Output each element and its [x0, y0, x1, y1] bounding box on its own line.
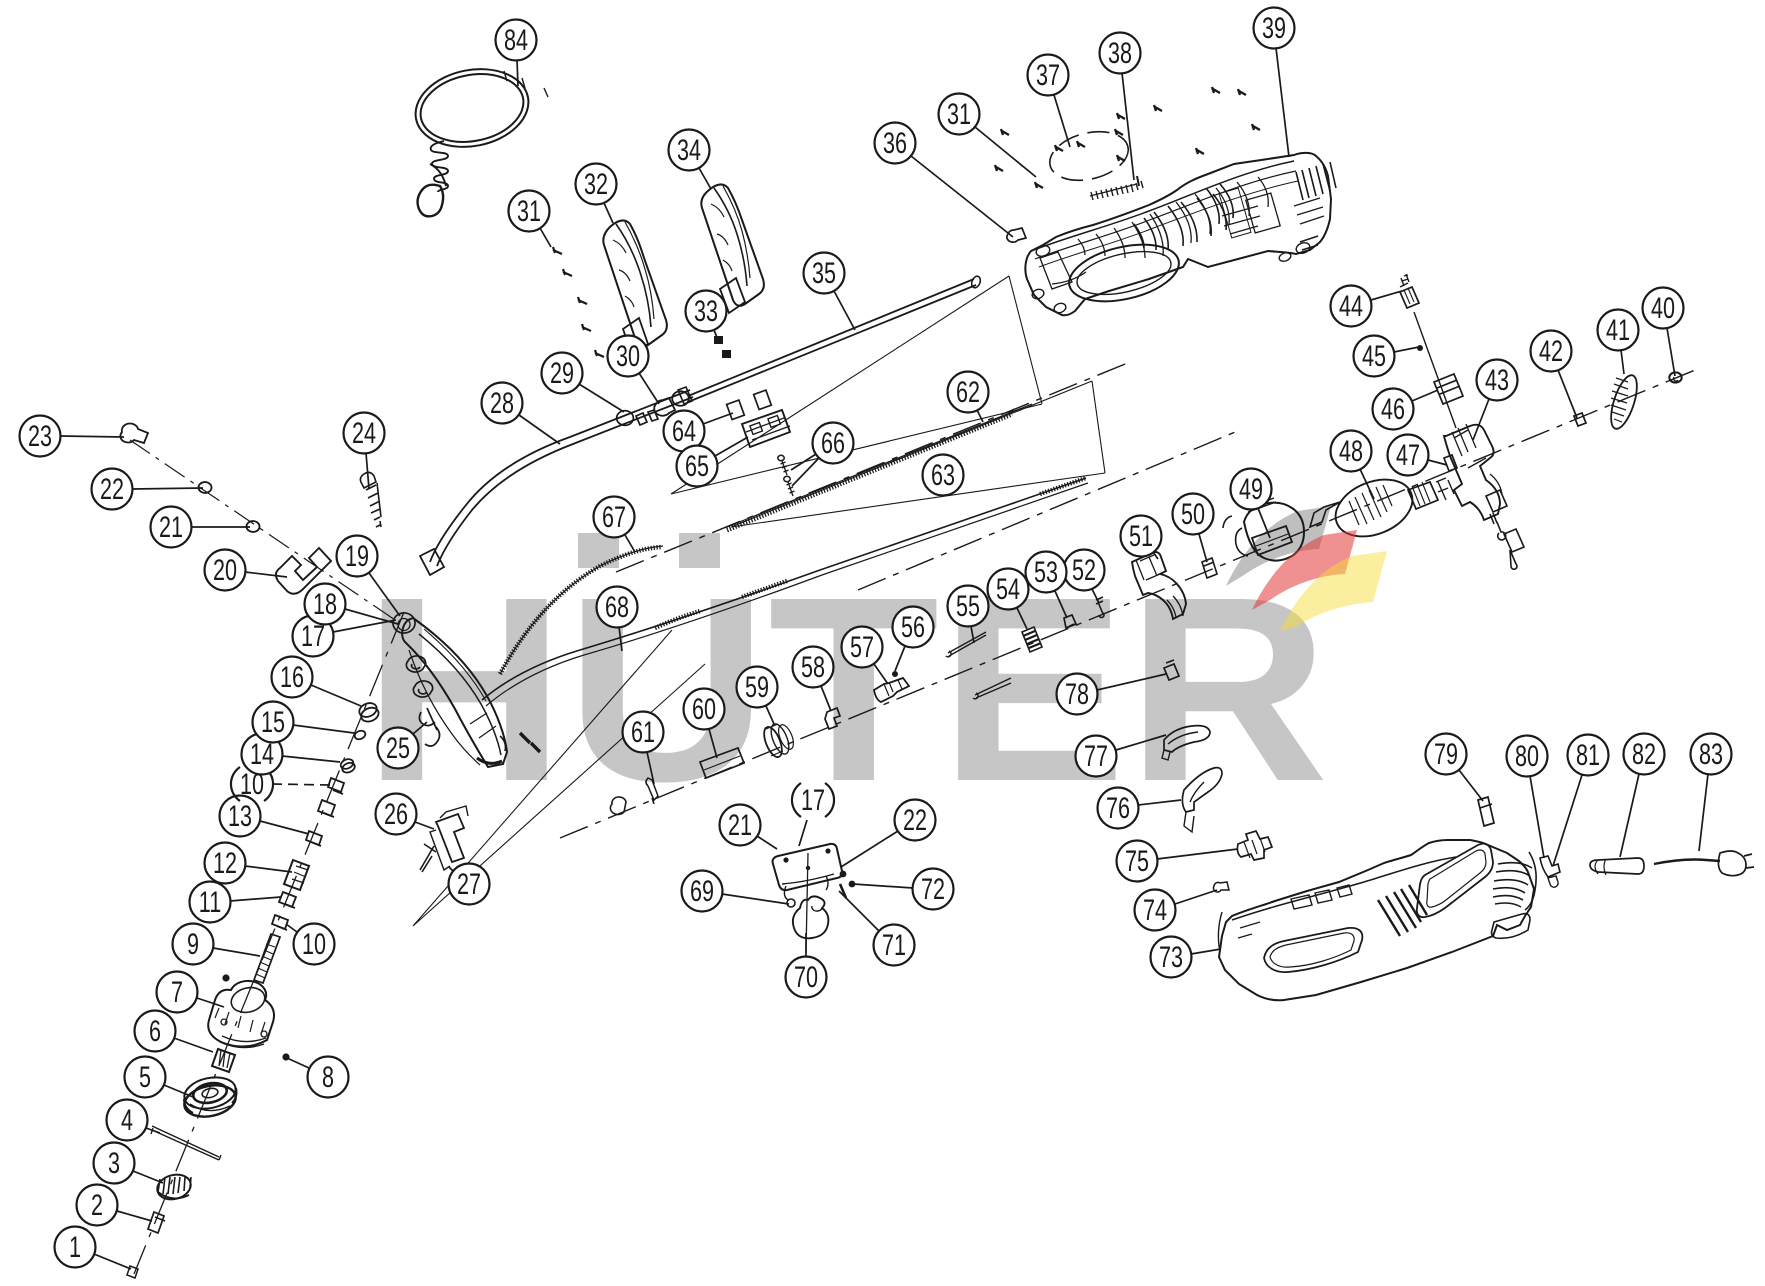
svg-text:62: 62	[956, 374, 980, 408]
svg-text:21: 21	[728, 807, 752, 841]
svg-text:44: 44	[1339, 288, 1363, 322]
svg-text:31: 31	[947, 96, 971, 130]
svg-text:43: 43	[1485, 362, 1509, 396]
svg-text:20: 20	[213, 552, 237, 586]
svg-text:58: 58	[801, 649, 825, 683]
svg-text:63: 63	[931, 457, 955, 491]
svg-text:81: 81	[1576, 737, 1600, 771]
svg-text:57: 57	[850, 629, 874, 663]
svg-text:9: 9	[187, 926, 199, 960]
svg-text:3: 3	[108, 1145, 120, 1179]
svg-text:77: 77	[1084, 738, 1108, 772]
svg-text:30: 30	[616, 338, 640, 372]
svg-text:55: 55	[956, 588, 980, 622]
svg-text:6: 6	[149, 1013, 161, 1047]
svg-text:16: 16	[280, 659, 304, 693]
svg-text:71: 71	[882, 927, 906, 961]
svg-text:15: 15	[261, 704, 285, 738]
svg-text:31: 31	[517, 193, 541, 227]
svg-text:49: 49	[1239, 471, 1263, 505]
svg-text:22: 22	[100, 471, 124, 505]
svg-text:7: 7	[171, 974, 183, 1008]
svg-text:39: 39	[1262, 10, 1286, 44]
svg-text:80: 80	[1515, 738, 1539, 772]
svg-text:37: 37	[1036, 57, 1060, 91]
svg-text:41: 41	[1606, 312, 1630, 346]
svg-text:73: 73	[1159, 939, 1183, 973]
svg-text:65: 65	[685, 448, 709, 482]
svg-text:75: 75	[1125, 843, 1149, 877]
svg-text:26: 26	[384, 796, 408, 830]
svg-text:52: 52	[1072, 552, 1096, 586]
svg-text:66: 66	[821, 425, 845, 459]
svg-text:74: 74	[1143, 892, 1167, 926]
svg-text:51: 51	[1129, 518, 1153, 552]
svg-text:79: 79	[1434, 736, 1458, 770]
svg-text:32: 32	[584, 166, 608, 200]
svg-text:27: 27	[457, 866, 481, 900]
svg-text:84: 84	[504, 22, 528, 56]
svg-text:56: 56	[901, 609, 925, 643]
svg-text:25: 25	[386, 730, 410, 764]
svg-text:83: 83	[1699, 736, 1723, 770]
svg-text:64: 64	[672, 413, 696, 447]
svg-text:10: 10	[302, 926, 326, 960]
svg-text:18: 18	[313, 586, 337, 620]
svg-text:1: 1	[69, 1229, 81, 1263]
svg-text:60: 60	[692, 691, 716, 725]
svg-text:54: 54	[996, 571, 1020, 605]
svg-text:61: 61	[631, 714, 655, 748]
svg-text:17: 17	[801, 782, 825, 816]
svg-text:2: 2	[91, 1187, 103, 1221]
svg-text:5: 5	[139, 1059, 151, 1093]
svg-text:70: 70	[794, 959, 818, 993]
svg-text:4: 4	[121, 1102, 133, 1136]
svg-text:29: 29	[550, 355, 574, 389]
svg-text:19: 19	[345, 538, 369, 572]
svg-text:45: 45	[1362, 338, 1386, 372]
svg-text:50: 50	[1181, 496, 1205, 530]
svg-text:46: 46	[1381, 391, 1405, 425]
svg-text:82: 82	[1632, 736, 1656, 770]
svg-text:34: 34	[677, 132, 701, 166]
svg-text:68: 68	[605, 589, 629, 623]
svg-text:13: 13	[228, 798, 252, 832]
svg-text:24: 24	[352, 415, 376, 449]
svg-text:53: 53	[1034, 554, 1058, 588]
svg-text:78: 78	[1065, 676, 1089, 710]
svg-text:47: 47	[1396, 437, 1420, 471]
svg-text:12: 12	[213, 845, 237, 879]
svg-text:76: 76	[1106, 790, 1130, 824]
svg-text:11: 11	[199, 884, 221, 918]
svg-text:36: 36	[883, 125, 907, 159]
svg-text:23: 23	[28, 418, 52, 452]
svg-text:67: 67	[602, 499, 626, 533]
svg-text:8: 8	[322, 1059, 334, 1093]
svg-text:42: 42	[1539, 333, 1563, 367]
svg-text:38: 38	[1108, 35, 1132, 69]
svg-text:35: 35	[812, 255, 836, 289]
svg-text:33: 33	[694, 293, 718, 327]
svg-text:72: 72	[921, 871, 945, 905]
svg-text:HUTER: HUTER	[363, 542, 1329, 836]
svg-text:28: 28	[490, 385, 514, 419]
svg-text:21: 21	[159, 509, 183, 543]
svg-text:22: 22	[903, 802, 927, 836]
svg-text:48: 48	[1339, 433, 1363, 467]
svg-text:69: 69	[690, 873, 714, 907]
svg-text:40: 40	[1651, 290, 1675, 324]
svg-text:59: 59	[745, 669, 769, 703]
